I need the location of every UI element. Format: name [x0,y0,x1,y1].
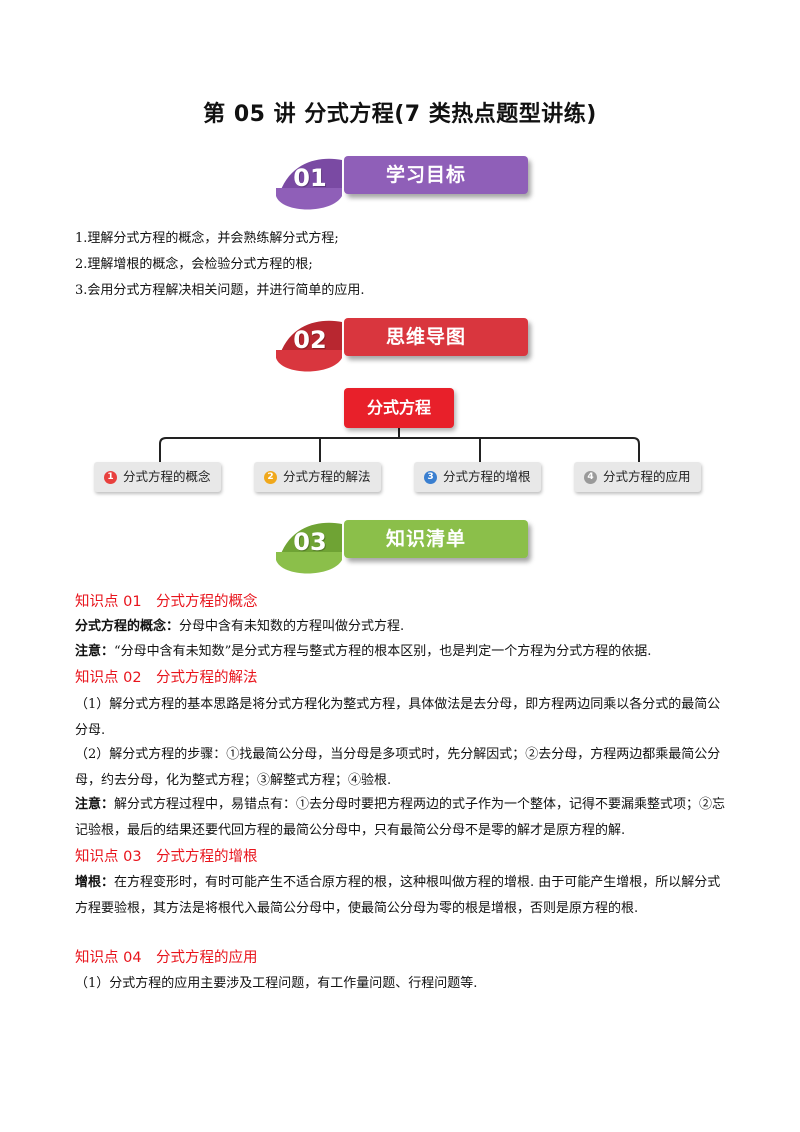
knowledge-paragraph: （2）解分式方程的步骤：①找最简公分母，当分母是多项式时，先分解因式；②去分母，… [75,747,721,788]
section-number: 03 [293,528,327,556]
objective-item: 3.会用分式方程解决相关问题，并进行简单的应用. [75,283,365,298]
section-label: 学习目标 [344,156,528,194]
mindmap-node-label: 分式方程的应用 [603,469,691,484]
knowledge-point-heading: 知识点 02 分式方程的解法 [75,670,258,686]
note-label: 注意： [75,797,115,812]
mindmap-node-solution: 2 分式方程的解法 [254,462,381,492]
number-badge-icon: 1 [104,471,117,484]
number-badge-icon: 3 [424,471,437,484]
badge-shape-icon [276,522,342,574]
objective-item: 2.理解增根的概念，会检验分式方程的根; [75,257,313,272]
knowledge-definition: 增根：在方程变形时，有时可能产生不适合原方程的根，这种根叫做方程的增根. 由于可… [75,870,730,922]
section-number-badge: 01 [272,152,344,212]
mindmap-node-concept: 1 分式方程的概念 [94,462,221,492]
number-badge-icon: 4 [584,471,597,484]
section-label: 思维导图 [344,318,528,356]
knowledge-note: 注意：解分式方程过程中，易错点有：①去分母时要把方程两边的式子作为一个整体，记得… [75,792,730,844]
knowledge-paragraph: （1）分式方程的应用主要涉及工程问题，有工作量问题、行程问题等. [75,976,478,991]
mindmap-node-label: 分式方程的概念 [123,469,211,484]
objective-item: 1.理解分式方程的概念，并会熟练解分式方程; [75,231,339,246]
section-banner-objectives: 01 学习目标 [272,152,528,212]
note-text: 解分式方程过程中，易错点有：①去分母时要把方程两边的式子作为一个整体，记得不要漏… [75,797,726,838]
definition-text: 分母中含有未知数的方程叫做分式方程. [179,619,405,634]
mindmap-node-extraneous-root: 3 分式方程的增根 [414,462,541,492]
knowledge-definition: 分式方程的概念：分母中含有未知数的方程叫做分式方程. [75,614,730,640]
note-text: “分母中含有未知数”是分式方程与整式方程的根本区别，也是判定一个方程为分式方程的… [114,644,652,659]
section-number-badge: 02 [272,314,344,374]
knowledge-note: 注意：“分母中含有未知数”是分式方程与整式方程的根本区别，也是判定一个方程为分式… [75,639,730,665]
section-number: 02 [293,326,327,354]
knowledge-point-heading: 知识点 03 分式方程的增根 [75,849,258,865]
mindmap-root: 分式方程 [344,388,454,428]
mindmap-node-label: 分式方程的解法 [283,469,371,484]
badge-shape-icon [276,320,342,372]
knowledge-point-heading: 知识点 01 分式方程的概念 [75,594,258,610]
badge-shape-icon [276,158,342,210]
mindmap-node-application: 4 分式方程的应用 [574,462,701,492]
section-label: 知识清单 [344,520,528,558]
knowledge-paragraph: （1）解分式方程的基本思路是将分式方程化为整式方程，具体做法是去分母，即方程两边… [75,697,721,738]
note-label: 注意： [75,644,115,659]
mindmap-node-label: 分式方程的增根 [443,469,531,484]
number-badge-icon: 2 [264,471,277,484]
knowledge-point-heading: 知识点 04 分式方程的应用 [75,950,258,966]
definition-label: 增根： [75,875,115,890]
section-number-badge: 03 [272,516,344,576]
page-title: 第 05 讲 分式方程(7 类热点题型讲练) [203,102,597,127]
definition-text: 在方程变形时，有时可能产生不适合原方程的根，这种根叫做方程的增根. 由于可能产生… [75,875,721,916]
learning-objectives: 1.理解分式方程的概念，并会熟练解分式方程; 2.理解增根的概念，会检验分式方程… [75,226,365,304]
section-banner-mindmap: 02 思维导图 [272,314,528,374]
definition-label: 分式方程的概念： [75,619,180,634]
section-number: 01 [293,164,327,192]
section-banner-knowledge: 03 知识清单 [272,516,528,576]
